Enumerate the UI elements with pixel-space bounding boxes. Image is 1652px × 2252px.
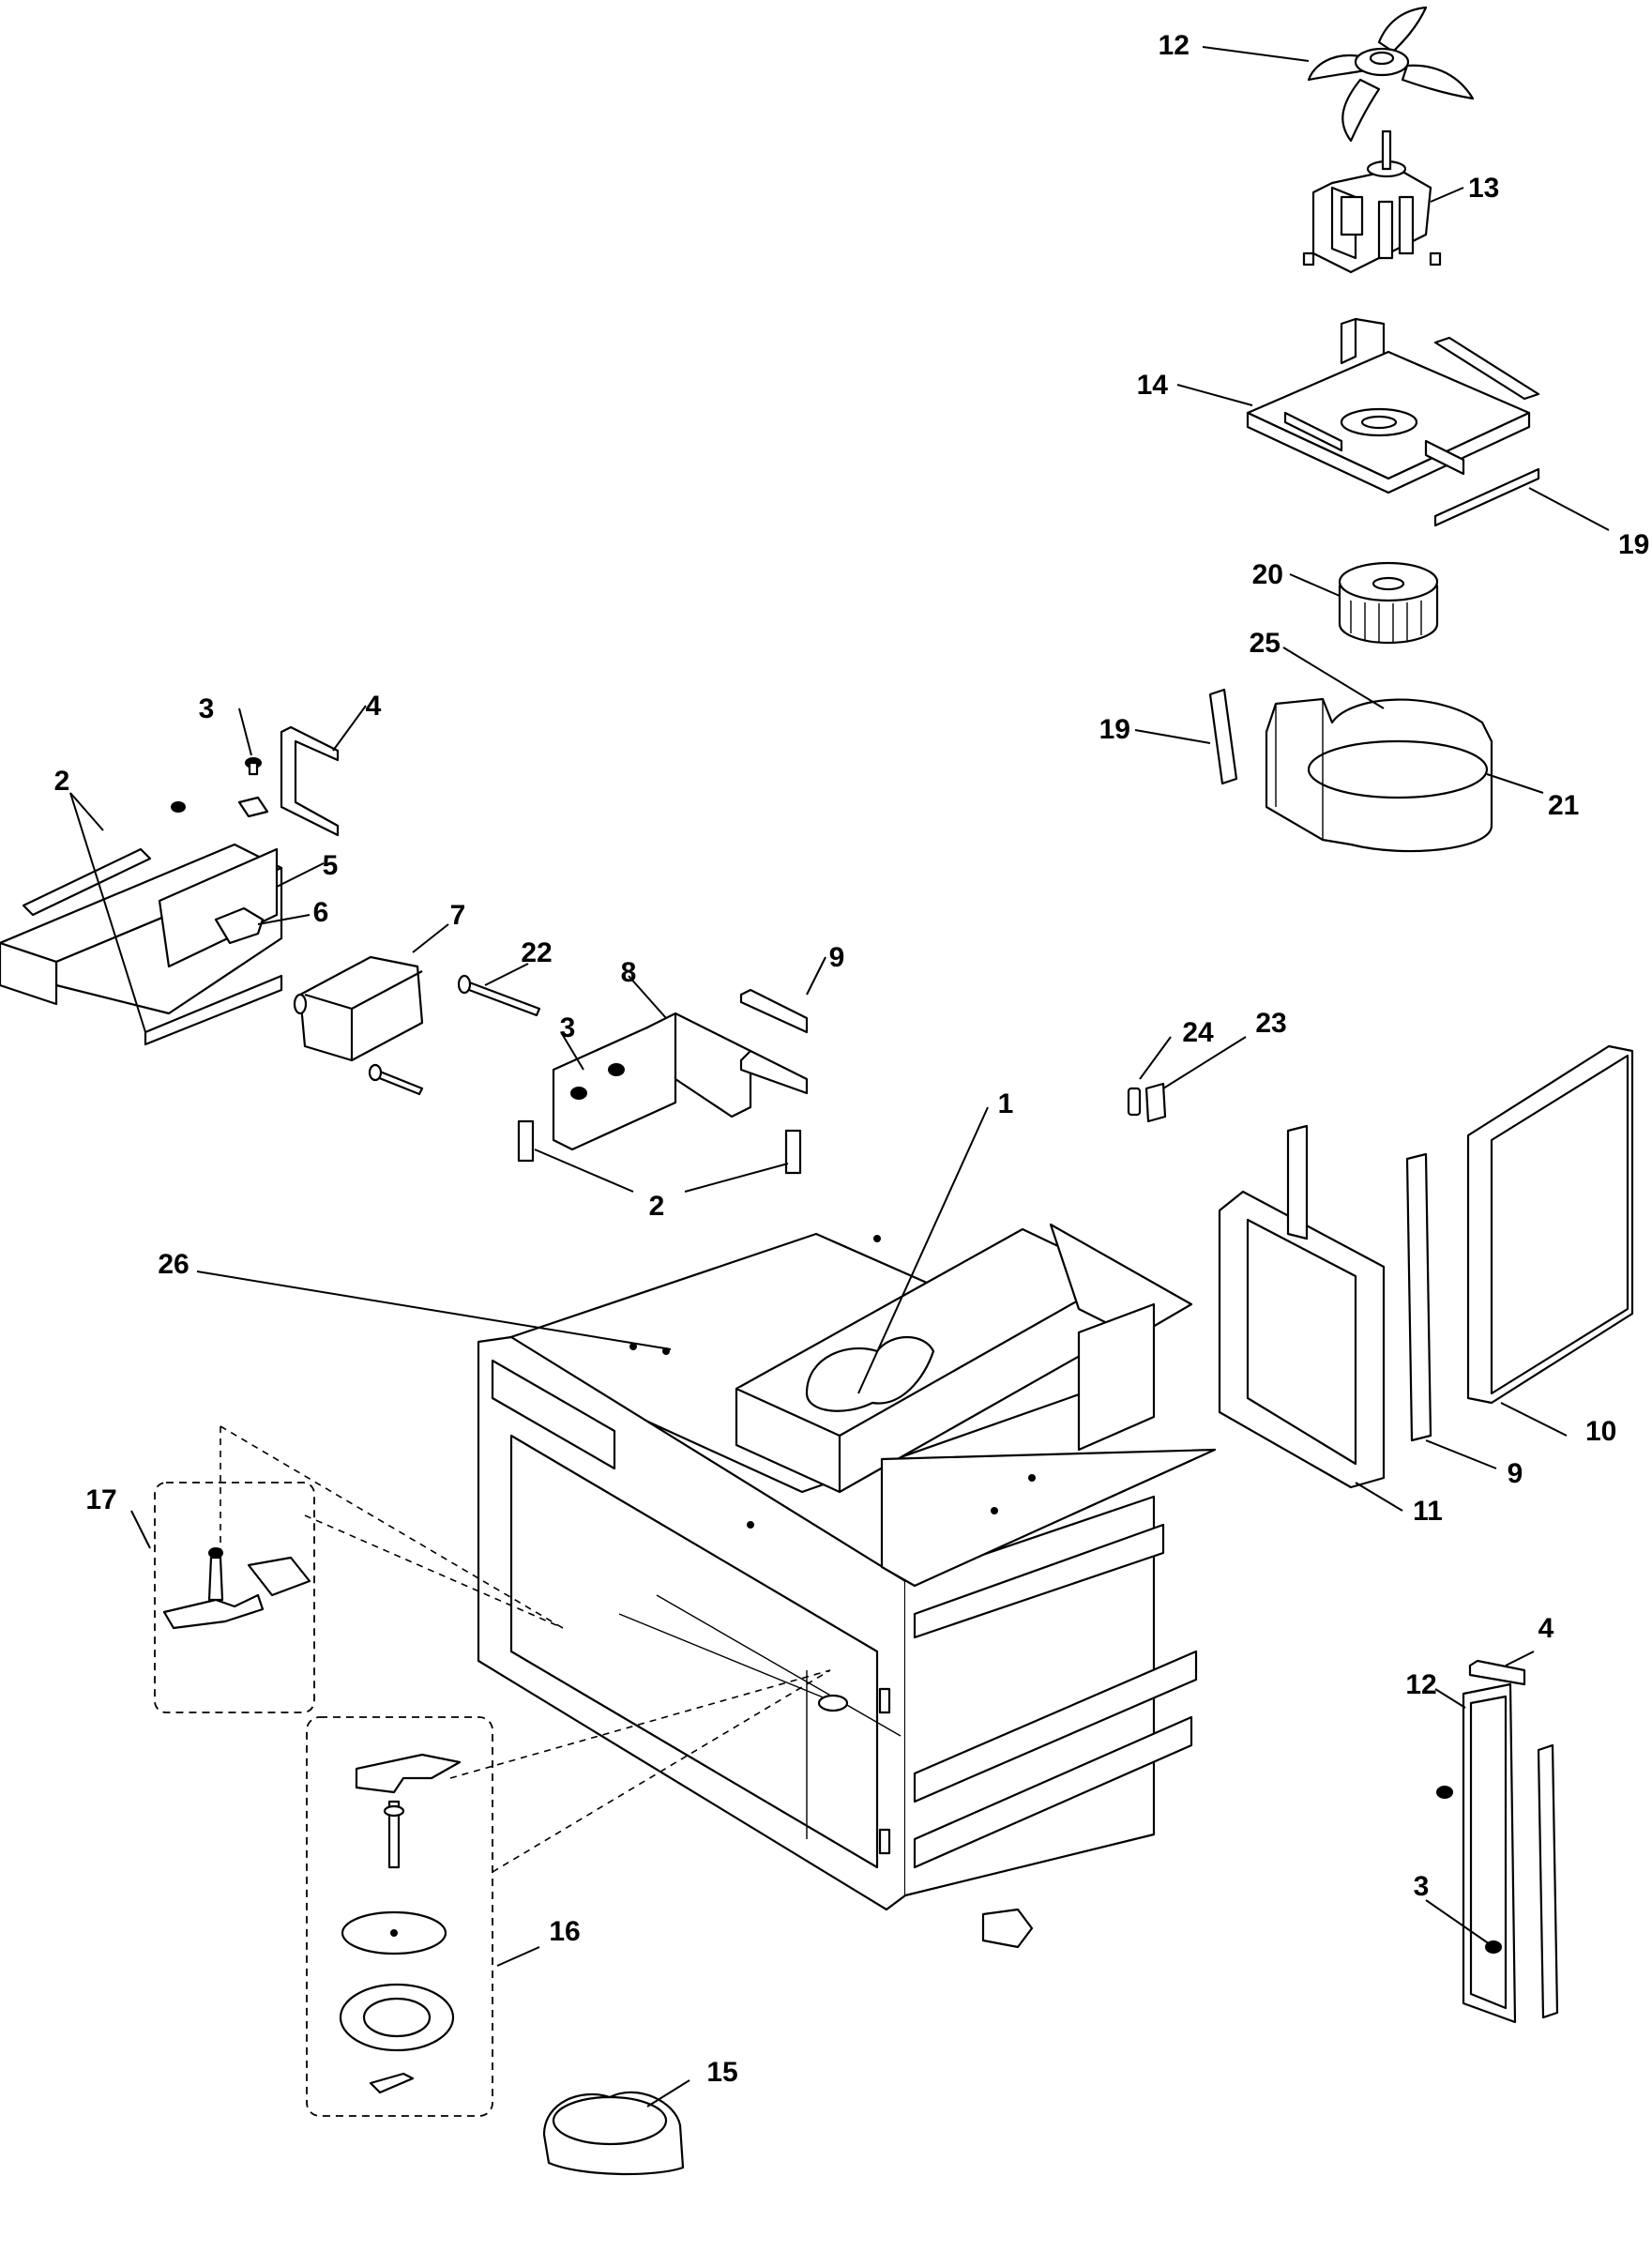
callout-13: 15 <box>706 2057 737 2088</box>
part-22-pins <box>368 974 541 1096</box>
callout-17: 13 <box>1468 173 1499 204</box>
callout-8: 8 <box>621 957 637 988</box>
leader-lines <box>69 46 1610 2107</box>
callout-25: 25 <box>1250 628 1281 659</box>
callout-19a: 19 <box>1618 529 1649 560</box>
part-9-strip-right <box>1405 1152 1432 1442</box>
part-19-seal-strip-side <box>1208 688 1238 785</box>
part-11-side-frame <box>1218 1124 1386 1489</box>
part-6-clip <box>214 906 265 945</box>
callout-labels: 12 13 14 19 20 25 19 21 3 4 2 5 6 7 22 8… <box>54 30 1650 2088</box>
callout-4a: 4 <box>366 691 382 722</box>
callout-26: 26 <box>158 1249 189 1280</box>
part-2-strip-upper-left <box>22 847 152 917</box>
part-2-strip-lower-left <box>144 974 283 1046</box>
part-2-blocks-mid <box>517 1119 802 1175</box>
callout-2b: 2 <box>649 1191 665 1222</box>
callout-12: 12 <box>1405 1669 1436 1700</box>
part-12-side-strip <box>1462 1682 1517 2024</box>
callout-23: 23 <box>1255 1008 1286 1039</box>
part-9-pads-upper <box>739 988 809 1095</box>
callout-2a: 2 <box>54 766 70 797</box>
callout-10: 10 <box>1585 1416 1616 1447</box>
main-cabinet <box>477 1223 1217 1911</box>
callout-7: 7 <box>450 900 466 931</box>
callout-9a: 9 <box>829 942 845 973</box>
part-8-mid-bracket <box>552 1012 752 1151</box>
projection-lines <box>220 1425 831 1873</box>
callout-16: 12 <box>1159 30 1190 61</box>
part-24-fuse <box>1127 1087 1142 1117</box>
part-4-pad-right <box>1468 1659 1526 1686</box>
callout-3a: 3 <box>199 693 215 724</box>
callout-15: 17 <box>85 1484 116 1515</box>
part-10-side-panel <box>1466 1044 1634 1405</box>
callout-19b: 19 <box>1099 714 1130 745</box>
part-7-cover <box>293 955 424 1062</box>
callout-5: 5 <box>323 850 339 881</box>
callout-20: 20 <box>1252 559 1283 590</box>
part-13-turntable-motor <box>542 2091 685 2176</box>
part-foot <box>981 1908 1034 1949</box>
callout-18: 14 <box>1137 370 1169 401</box>
part-17-fan-motor <box>1302 129 1442 274</box>
part-16-fan-blade <box>1307 6 1475 143</box>
part-15-box <box>154 1482 315 1713</box>
part-14-box <box>306 1716 493 2117</box>
callout-21: 21 <box>1548 790 1579 821</box>
part-4-bracket-left <box>280 725 340 837</box>
part-19-seal-strips-top <box>1433 336 1540 527</box>
callout-3b: 3 <box>560 1012 576 1043</box>
callout-3c: 3 <box>1414 1871 1430 1902</box>
callout-1: 1 <box>998 1088 1014 1119</box>
part-23-switch <box>1144 1082 1167 1123</box>
callout-22: 22 <box>521 937 552 968</box>
part-20-blower-wheel <box>1338 561 1439 645</box>
part-18-motor-plate <box>1246 317 1531 495</box>
callout-11: 11 <box>1413 1496 1443 1527</box>
part-5-bracket-housing <box>0 796 283 1015</box>
callout-14: 16 <box>549 1916 580 1947</box>
part-3-screw-left <box>171 757 262 813</box>
callout-9b: 9 <box>1508 1458 1523 1489</box>
callout-4b: 4 <box>1538 1613 1554 1644</box>
part-strip-far-right <box>1537 1743 1559 2019</box>
part-21-blower-housing <box>1265 697 1493 853</box>
callout-6: 6 <box>313 897 329 928</box>
callout-24: 24 <box>1182 1017 1214 1048</box>
